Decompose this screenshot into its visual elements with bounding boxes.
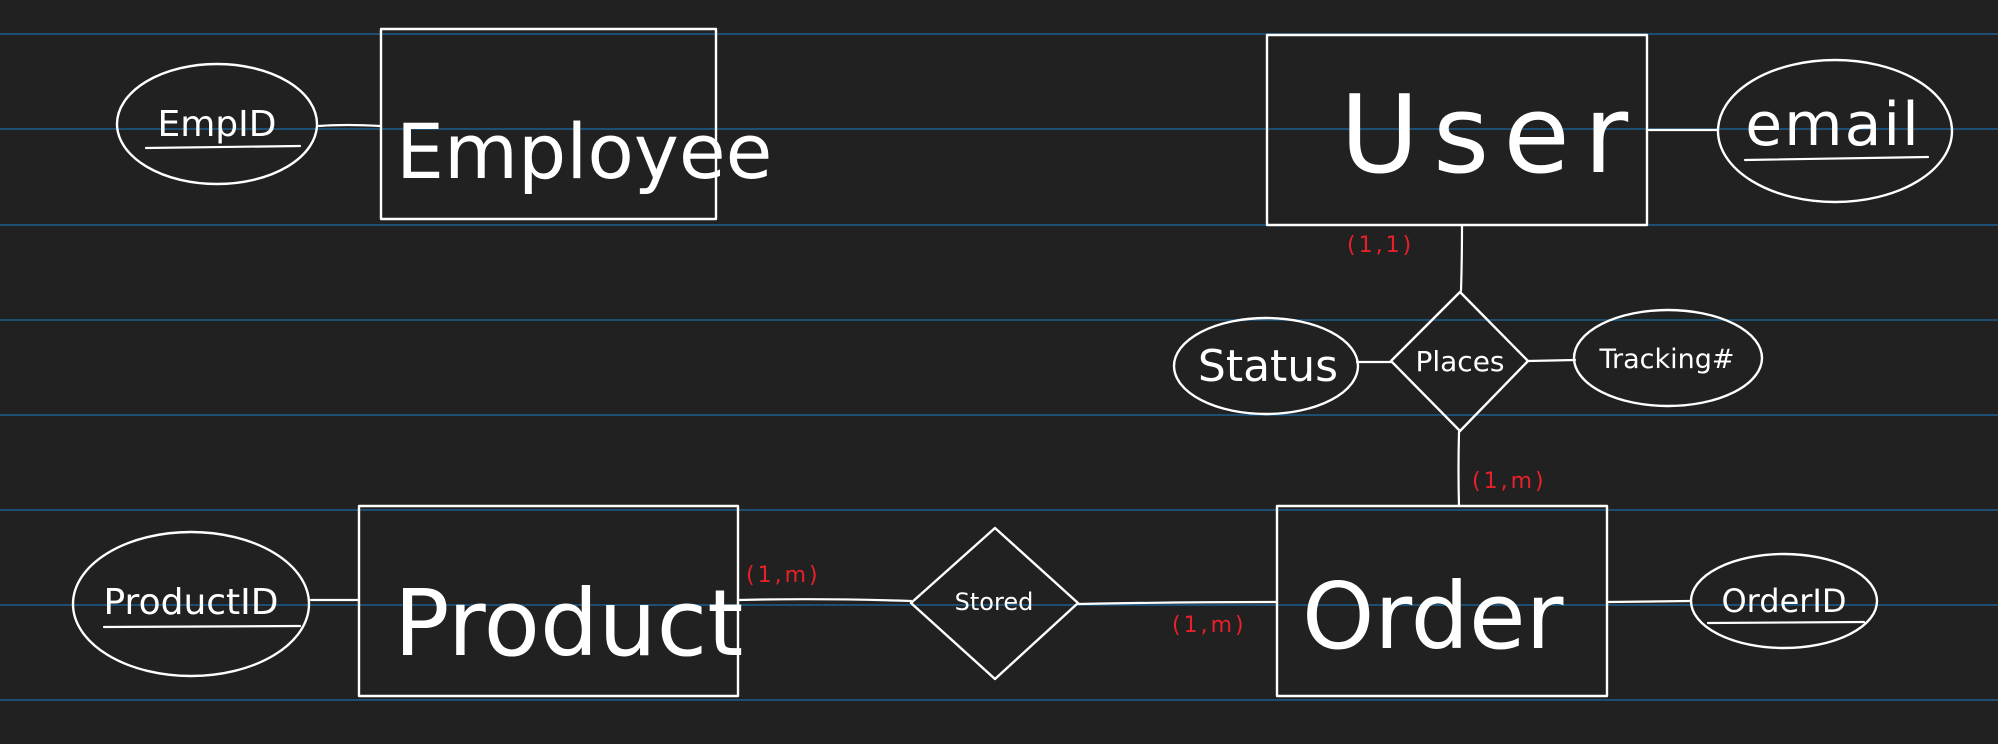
relationship-stored-label: Stored xyxy=(955,588,1034,616)
ruled-lines xyxy=(0,33,1998,701)
entity-user[interactable]: User xyxy=(1265,33,1649,227)
entity-employee-label: Employee xyxy=(396,107,772,196)
cardinality-stored-order: (1,m) xyxy=(1172,613,1247,638)
connector-empid-employee xyxy=(317,123,382,128)
relationship-places[interactable]: Places xyxy=(1389,290,1530,433)
entity-order[interactable]: Order xyxy=(1275,504,1609,698)
connectors xyxy=(309,123,1720,606)
attribute-tracking-label: Tracking# xyxy=(1598,344,1734,375)
attribute-productid-label: ProductID xyxy=(103,582,278,623)
attribute-status-ellipse xyxy=(1172,316,1360,416)
attribute-empid-ellipse xyxy=(115,62,319,186)
entity-employee-box xyxy=(379,27,718,221)
entity-product-label: Product xyxy=(394,570,743,677)
cardinality-places-order: (1,m) xyxy=(1472,469,1547,494)
entity-user-label: User xyxy=(1340,73,1642,198)
entity-order-label: Order xyxy=(1302,563,1564,670)
attribute-email-label: email xyxy=(1745,90,1920,160)
cardinality-labels: (1,1) (1,m) (1,m) (1,m) xyxy=(746,233,1547,638)
attribute-orderid-label: OrderID xyxy=(1721,582,1846,620)
entity-employee[interactable]: Employee xyxy=(379,27,772,221)
relationship-stored-diamond xyxy=(909,526,1080,681)
connector-order-orderid xyxy=(1606,599,1692,604)
connector-user-places xyxy=(1459,224,1464,293)
relationship-stored[interactable]: Stored xyxy=(909,526,1080,681)
relationship-places-label: Places xyxy=(1415,345,1504,378)
attribute-orderid-ellipse xyxy=(1689,552,1879,650)
primary-key-underline xyxy=(1706,620,1866,625)
attribute-orderid[interactable]: OrderID xyxy=(1689,552,1879,650)
connector-stored-order xyxy=(1076,600,1279,606)
entity-product[interactable]: Product xyxy=(357,504,743,698)
entity-order-box xyxy=(1275,504,1609,698)
attribute-empid[interactable]: EmpID xyxy=(115,62,319,186)
attribute-productid[interactable]: ProductID xyxy=(71,530,311,678)
entity-product-box xyxy=(357,504,740,698)
cardinality-user-places: (1,1) xyxy=(1347,233,1414,258)
attribute-email-ellipse xyxy=(1716,58,1954,204)
attribute-tracking-ellipse xyxy=(1572,308,1764,408)
attribute-email[interactable]: email xyxy=(1716,58,1954,204)
attribute-empid-label: EmpID xyxy=(157,104,276,145)
attribute-productid-ellipse xyxy=(71,530,311,678)
primary-key-underline xyxy=(144,144,302,150)
attribute-status[interactable]: Status xyxy=(1172,316,1360,416)
relationship-places-diamond xyxy=(1389,290,1530,433)
connector-places-order xyxy=(1457,430,1461,508)
cardinality-product-stored: (1,m) xyxy=(746,563,821,588)
primary-key-underline xyxy=(1743,155,1930,162)
primary-key-underline xyxy=(102,624,302,629)
connector-places-tracking xyxy=(1526,358,1577,363)
attribute-status-label: Status xyxy=(1198,341,1338,392)
entity-user-box xyxy=(1265,33,1649,227)
connector-product-stored xyxy=(737,598,913,603)
attribute-tracking[interactable]: Tracking# xyxy=(1572,308,1764,408)
